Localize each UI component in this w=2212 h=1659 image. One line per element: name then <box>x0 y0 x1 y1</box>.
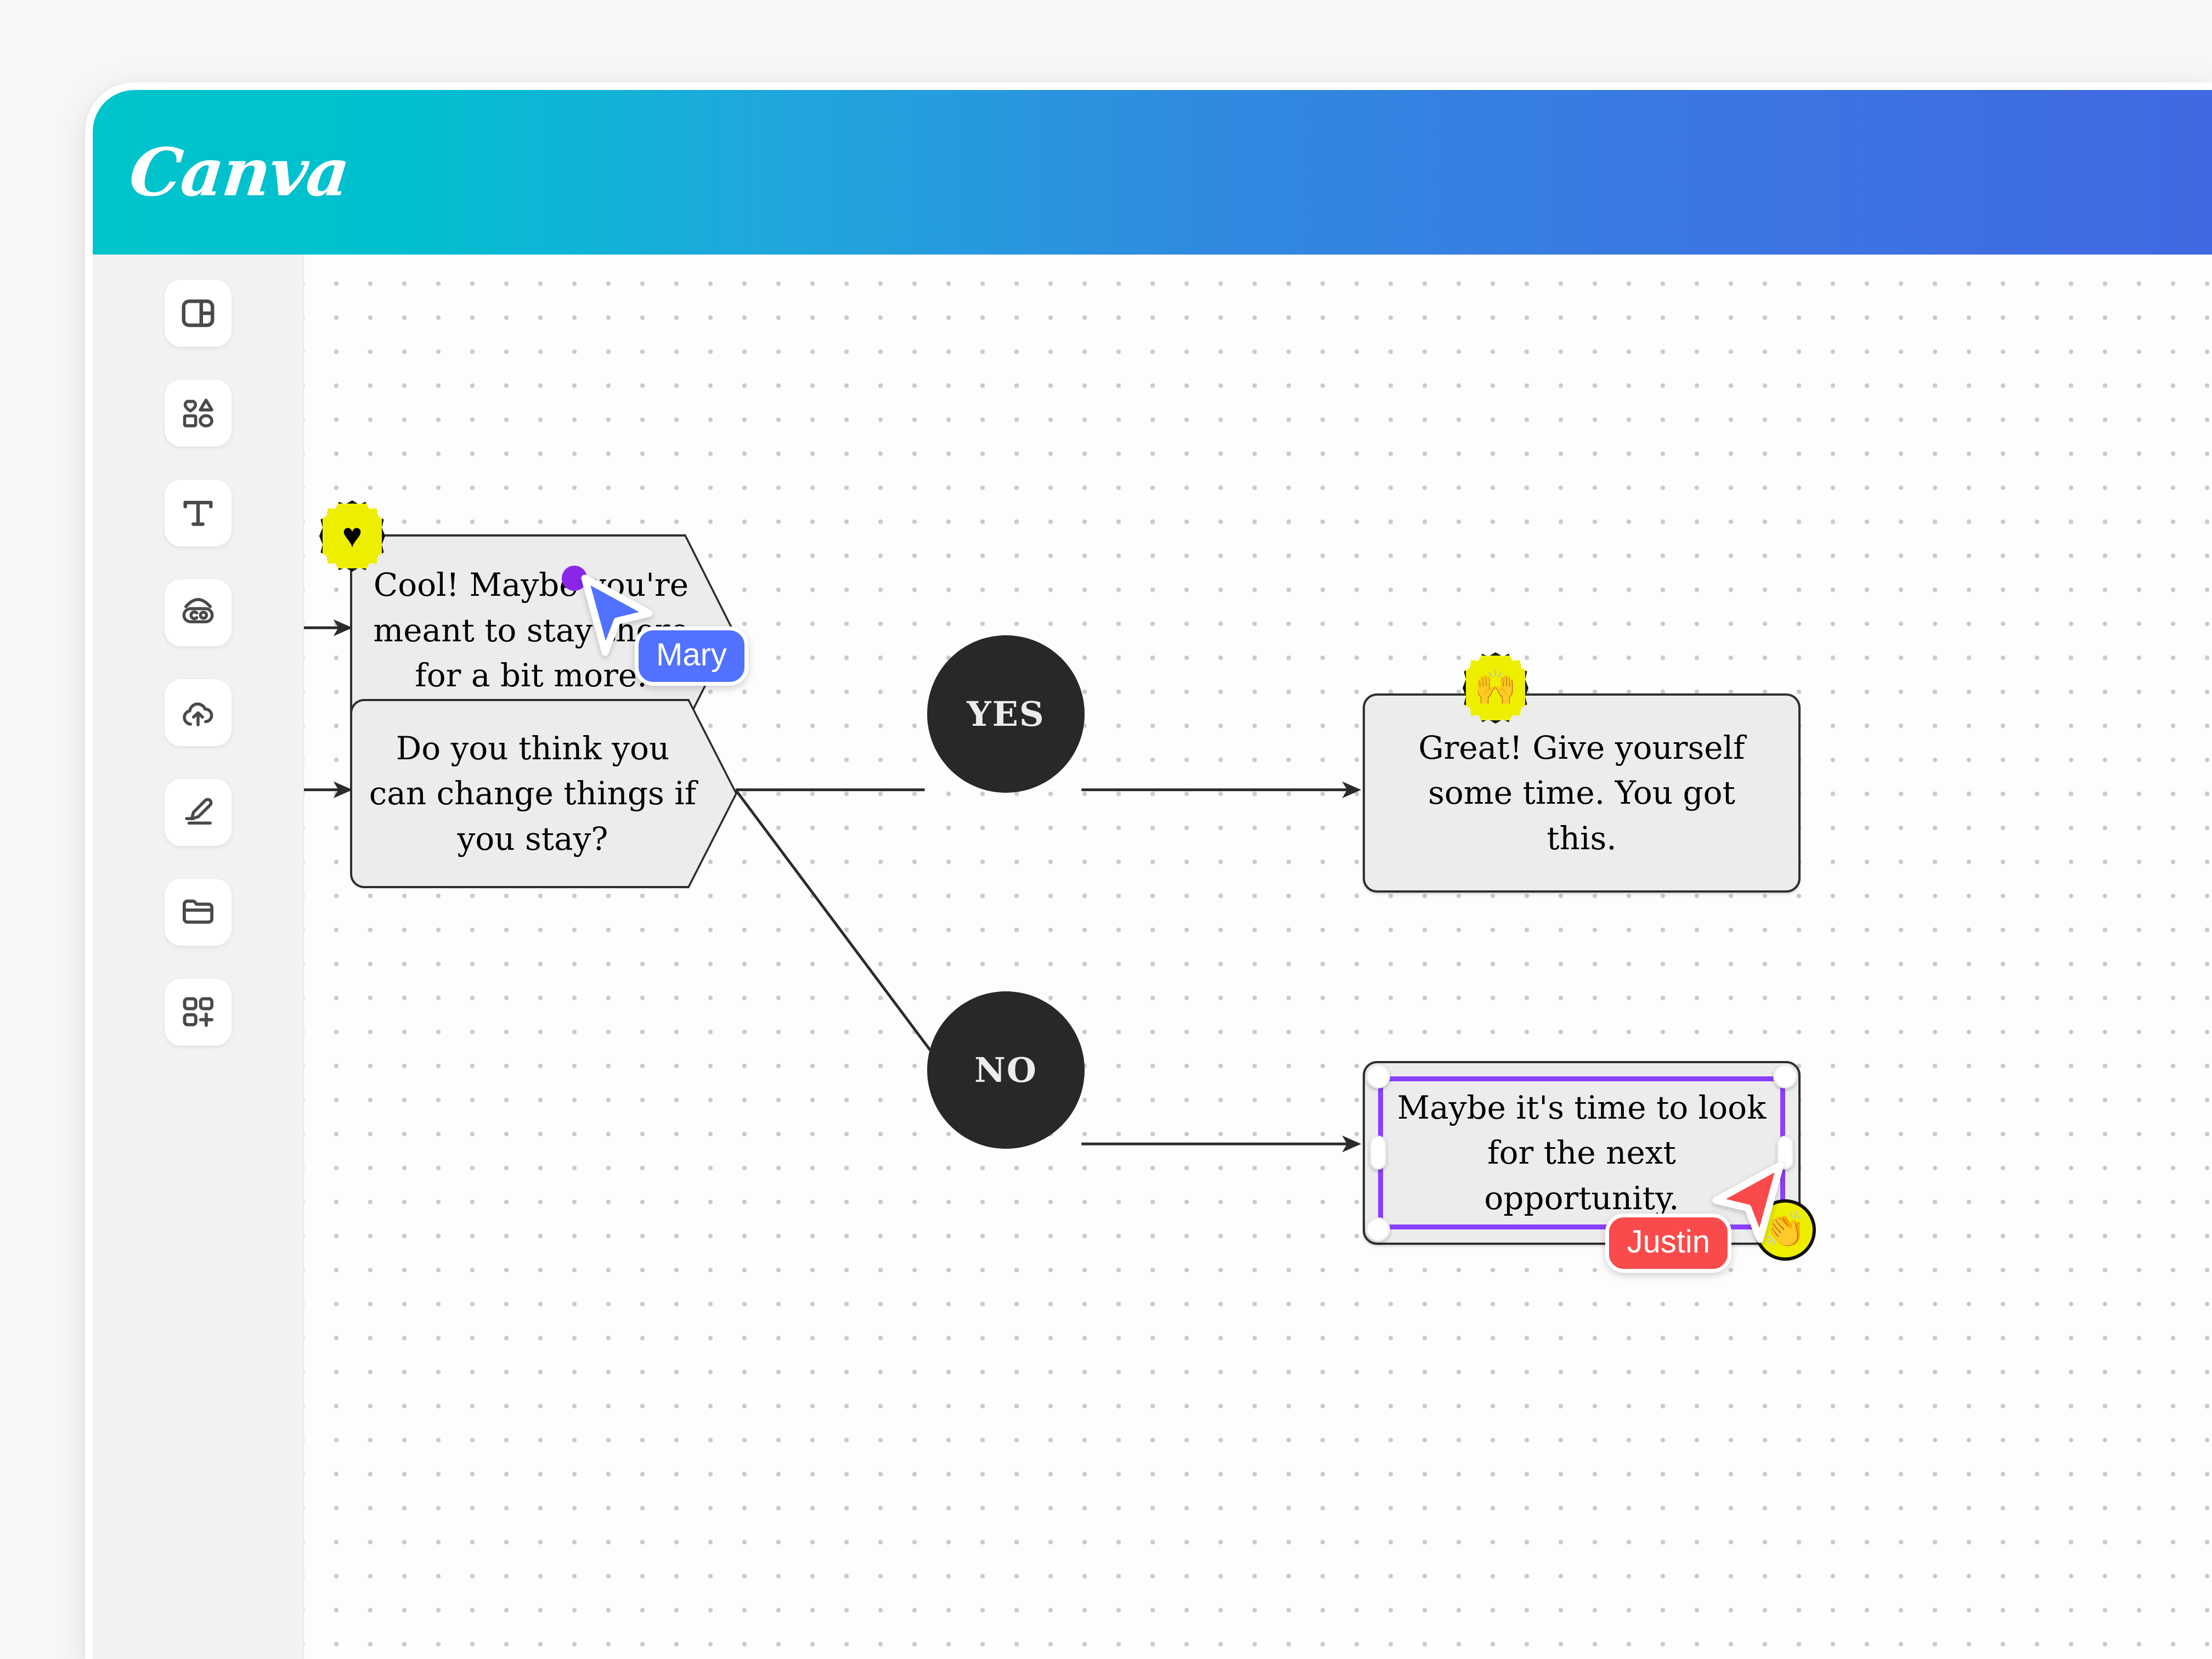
apps-grid-plus-icon <box>179 993 217 1031</box>
resize-handle-top-left[interactable] <box>1366 1064 1390 1088</box>
raised-hands-reaction-badge[interactable]: 🙌 <box>1463 652 1528 724</box>
node-question-text: Do you think you can change things if yo… <box>369 729 697 857</box>
workspace: Cool! Maybe you're meant to stay there f… <box>93 255 2212 1659</box>
heart-reaction-badge[interactable]: ♥ <box>319 500 385 572</box>
starburst-shape <box>1463 652 1528 724</box>
node-fill <box>352 701 735 886</box>
node-great-text: Great! Give yourself some time. You got … <box>1418 729 1745 857</box>
heart-icon: ♥ <box>342 517 363 555</box>
collaborator-cursor-justin: Justin <box>1605 1161 1788 1273</box>
resize-handle-top-right[interactable] <box>1773 1064 1797 1088</box>
sidebar-item-design[interactable] <box>165 280 232 347</box>
flow-node-no[interactable]: NO <box>927 991 1085 1149</box>
sidebar-item-text[interactable] <box>165 479 232 546</box>
cursor-arrow-icon <box>1712 1161 1784 1243</box>
sidebar-item-projects[interactable] <box>165 879 232 946</box>
canva-app-window: Canva <box>85 82 2212 1659</box>
collaborator-name-justin[interactable]: Justin <box>1605 1214 1731 1273</box>
node-yes-text: YES <box>967 694 1045 734</box>
resize-handle-bottom-left[interactable] <box>1366 1217 1390 1242</box>
starburst-shape <box>319 500 385 572</box>
flow-node-yes[interactable]: YES <box>927 635 1085 793</box>
design-layout-icon <box>179 294 217 332</box>
node-opportunity-text: Maybe it's time to look for the next opp… <box>1397 1088 1767 1217</box>
flowchart-canvas[interactable]: Cool! Maybe you're meant to stay there f… <box>304 255 2212 1659</box>
collaborator-name-mary[interactable]: Mary <box>635 627 748 686</box>
brand-co-icon <box>179 594 217 632</box>
sidebar-item-apps[interactable] <box>165 979 232 1046</box>
clapping-hands-reaction-badge[interactable]: 👏 <box>1754 1199 1816 1261</box>
pen-draw-icon <box>179 793 217 832</box>
left-sidebar <box>93 255 304 1659</box>
raised-hands-icon: 🙌 <box>1474 669 1517 707</box>
flow-node-great[interactable]: Great! Give yourself some time. You got … <box>1363 693 1801 893</box>
app-header: Canva <box>93 90 2212 255</box>
node-no-text: NO <box>974 1050 1037 1090</box>
resize-handle-left-middle[interactable] <box>1370 1136 1386 1170</box>
sidebar-item-elements[interactable] <box>165 380 232 447</box>
cloud-upload-icon <box>179 693 217 732</box>
flow-node-question[interactable]: Do you think you can change things if yo… <box>350 699 737 888</box>
sidebar-item-brand[interactable] <box>165 579 232 646</box>
sidebar-item-uploads[interactable] <box>165 679 232 746</box>
text-t-icon <box>179 494 217 532</box>
collaborator-cursor-mary: Mary <box>577 574 748 686</box>
flow-node-opportunity[interactable]: Maybe it's time to look for the next opp… <box>1363 1061 1801 1245</box>
sidebar-item-draw[interactable] <box>165 779 232 846</box>
shapes-elements-icon <box>179 394 217 432</box>
connector-lines <box>304 619 1362 1153</box>
canva-logo[interactable]: Canva <box>126 133 353 211</box>
cursor-arrow-icon <box>581 574 653 656</box>
folder-icon <box>179 893 217 932</box>
